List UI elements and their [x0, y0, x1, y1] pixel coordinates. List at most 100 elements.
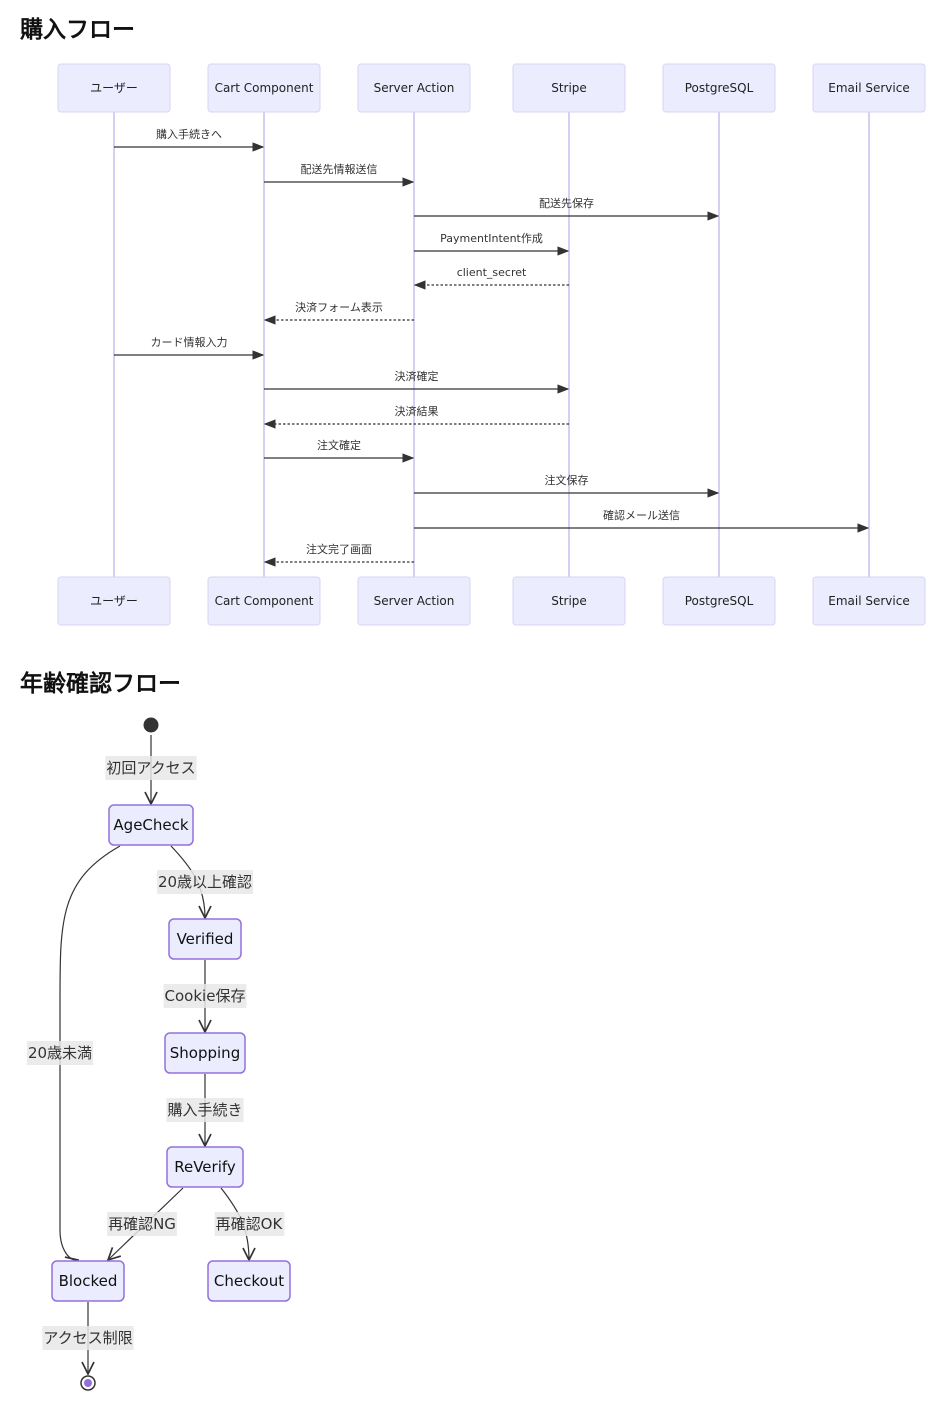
participant-bottom: Email Service — [812, 576, 926, 626]
transition-label: 再確認OK — [214, 1212, 285, 1236]
participant-bottom: Cart Component — [207, 576, 321, 626]
state-reverify: ReVerify — [166, 1146, 244, 1188]
participant-box — [57, 576, 171, 626]
participant-label: Cart Component — [215, 594, 314, 608]
transition-label-bg — [26, 1041, 94, 1065]
message-label: カード情報入力 — [151, 336, 228, 349]
state-label: AgeCheck — [113, 816, 188, 834]
transition-label-bg — [42, 1326, 134, 1350]
participant-box — [812, 576, 926, 626]
participant-box — [57, 63, 171, 113]
participant-label: Email Service — [828, 81, 909, 95]
transition-label-text: 20歳以上確認 — [158, 873, 252, 891]
message: 確認メール送信 — [414, 508, 870, 533]
participant-top: ユーザー — [57, 63, 171, 113]
message-label: 配送先保存 — [539, 196, 594, 210]
state-box — [108, 804, 194, 846]
message-label: 配送先情報送信 — [301, 162, 378, 176]
participant-top: Stripe — [512, 63, 626, 113]
transition-label-text: 購入手続き — [167, 1101, 242, 1119]
transition-label: Cookie保存 — [163, 984, 247, 1008]
state-agecheck: AgeCheck — [108, 804, 194, 846]
message: 注文確定 — [264, 438, 415, 463]
participant-top: Cart Component — [207, 63, 321, 113]
message: 配送先情報送信 — [264, 162, 415, 187]
message-label: 注文保存 — [545, 473, 589, 487]
state-label: Checkout — [214, 1272, 284, 1290]
state-diagram-title: 年齢確認フロー — [20, 671, 181, 697]
participant-top: Server Action — [357, 63, 471, 113]
transition-label: 20歳以上確認 — [156, 870, 254, 894]
message-label: PaymentIntent作成 — [440, 232, 543, 245]
transition-label-text: 再確認OK — [216, 1215, 284, 1233]
participant-top: PostgreSQL — [662, 63, 776, 113]
participant-label: Email Service — [828, 594, 909, 608]
participant-label: PostgreSQL — [685, 81, 754, 95]
participant-bottom: Server Action — [357, 576, 471, 626]
message: client_secret — [413, 266, 569, 290]
transition-label-text: アクセス制限 — [43, 1329, 132, 1347]
message-label: 決済確定 — [395, 369, 439, 383]
message-label: 決済フォーム表示 — [295, 300, 383, 314]
message-label: 購入手続きへ — [156, 127, 222, 141]
participant-label: Server Action — [374, 594, 455, 608]
state-checkout: Checkout — [207, 1260, 291, 1302]
state-box — [164, 1032, 246, 1074]
participant-label: ユーザー — [90, 81, 138, 95]
transition-label-text: 再確認NG — [108, 1215, 176, 1233]
state-shopping: Shopping — [164, 1032, 246, 1074]
participant-label: Cart Component — [215, 81, 314, 95]
transition-label: 初回アクセス — [105, 756, 197, 780]
message-label: 確認メール送信 — [603, 508, 680, 522]
participant-label: PostgreSQL — [685, 594, 754, 608]
participant-box — [662, 576, 776, 626]
participant-top: Email Service — [812, 63, 926, 113]
transition-label-text: Cookie保存 — [165, 987, 246, 1005]
state-box — [51, 1260, 125, 1302]
transition-edge — [59, 845, 121, 1260]
participant-label: ユーザー — [90, 594, 138, 608]
transition-label: 20歳未満 — [26, 1041, 94, 1065]
transition-label-bg — [163, 984, 247, 1008]
message: カード情報入力 — [114, 336, 265, 360]
state-box — [166, 1146, 244, 1188]
message: 注文保存 — [414, 473, 720, 498]
state-label: Verified — [177, 930, 234, 948]
state-label: Blocked — [59, 1272, 118, 1290]
transition-label: 再確認NG — [107, 1212, 177, 1236]
participant-box — [662, 63, 776, 113]
state-label: Shopping — [170, 1044, 240, 1062]
start-state-icon — [143, 717, 159, 733]
sequence-diagram-title: 購入フロー — [20, 17, 135, 43]
message: 決済確定 — [264, 369, 570, 394]
participant-box — [207, 576, 321, 626]
participant-box — [512, 576, 626, 626]
participant-box — [357, 63, 471, 113]
state-label: ReVerify — [174, 1158, 236, 1176]
participant-box — [357, 576, 471, 626]
message: 注文完了画面 — [263, 542, 414, 567]
participant-box — [812, 63, 926, 113]
state-verified: Verified — [168, 918, 242, 960]
message: 決済結果 — [263, 404, 569, 429]
participant-box — [207, 63, 321, 113]
participant-bottom: Stripe — [512, 576, 626, 626]
participant-box — [512, 63, 626, 113]
participant-bottom: PostgreSQL — [662, 576, 776, 626]
message-label: 注文完了画面 — [306, 542, 372, 556]
transition-label: 購入手続き — [166, 1098, 244, 1122]
state-blocked: Blocked — [51, 1260, 125, 1302]
message: 購入手続きへ — [114, 127, 265, 152]
message-label: 注文確定 — [317, 438, 361, 452]
message: 配送先保存 — [414, 196, 720, 221]
transition-label-bg — [105, 756, 197, 780]
participant-label: Stripe — [551, 594, 587, 608]
transition-label-text: 20歳未満 — [28, 1044, 92, 1062]
message: PaymentIntent作成 — [414, 232, 570, 256]
participant-bottom: ユーザー — [57, 576, 171, 626]
message-label: client_secret — [457, 266, 527, 279]
transition-label: アクセス制限 — [42, 1326, 134, 1350]
message: 決済フォーム表示 — [263, 300, 414, 325]
